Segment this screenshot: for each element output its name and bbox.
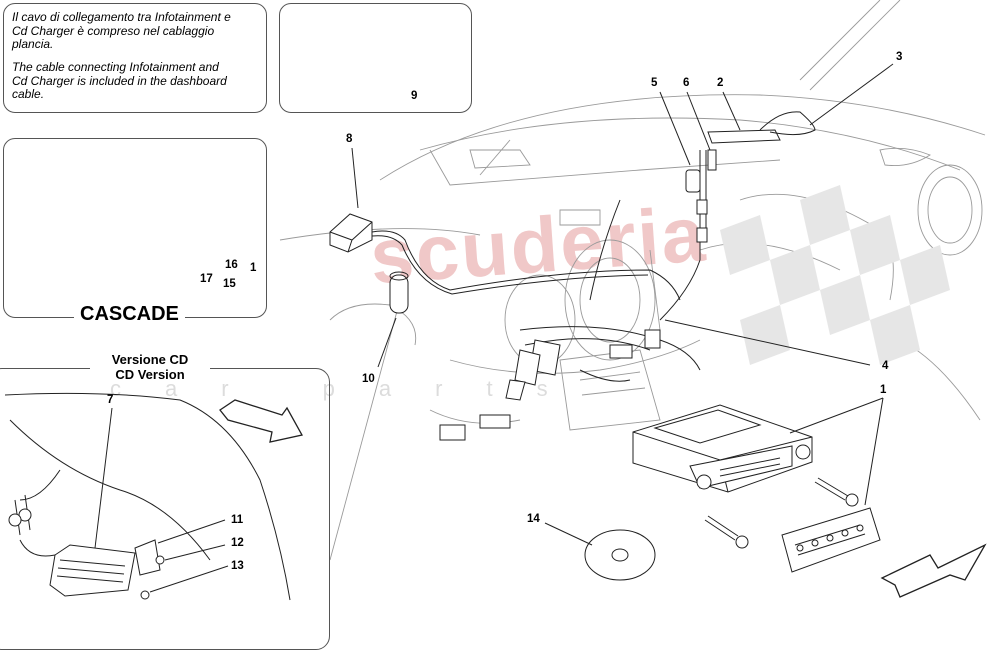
part-number: 13 (231, 560, 244, 572)
cd-version-drawing (4, 392, 291, 601)
note-english-line-3: cable. (12, 87, 45, 101)
part-number: 12 (231, 537, 244, 549)
part-number: 17 (200, 273, 213, 285)
cascade-frame (3, 138, 267, 318)
note-english-line-2: Cd Charger is included in the dashboard (12, 73, 227, 88)
parts-drawing (219, 27, 987, 598)
note-italian: Il cavo di collegamento tra Infotainment… (12, 10, 231, 52)
part-number: 8 (346, 133, 353, 145)
cd-version-italian: Versione CD (111, 352, 189, 367)
cd-version-english: CD Version (90, 367, 210, 382)
cascade-label: CASCADE (74, 303, 185, 326)
part-number: 4 (882, 360, 889, 372)
part-number: 15 (223, 278, 236, 290)
note-english: The cable connecting Infotainment and Cd… (12, 60, 227, 102)
part-number: 7 (107, 394, 114, 406)
note-italian-line-1: Il cavo di collegamento tra Infotainment… (12, 10, 231, 24)
part-number: 1 (250, 262, 257, 274)
part-number: 3 (896, 51, 903, 63)
dashboard-outline (279, 0, 986, 561)
part-number: 6 (683, 77, 690, 89)
note-italian-line-3: plancia. (12, 37, 54, 51)
note-english-line-1: The cable connecting Infotainment and (12, 60, 219, 74)
part-number: 16 (225, 259, 238, 271)
part-number: 14 (527, 513, 540, 525)
note-italian-line-2: Cd Charger è compreso nel cablaggio (12, 23, 215, 38)
cd-version-frame (0, 368, 330, 650)
connector-frame (279, 3, 472, 113)
part-number: 1 (880, 384, 887, 396)
part-number: 11 (231, 514, 244, 526)
part-number: 9 (411, 90, 418, 102)
note-frame (3, 3, 267, 113)
part-number: 10 (362, 373, 375, 385)
watermark-flag (720, 185, 950, 365)
part-number: 2 (717, 77, 724, 89)
part-number: 5 (651, 77, 658, 89)
